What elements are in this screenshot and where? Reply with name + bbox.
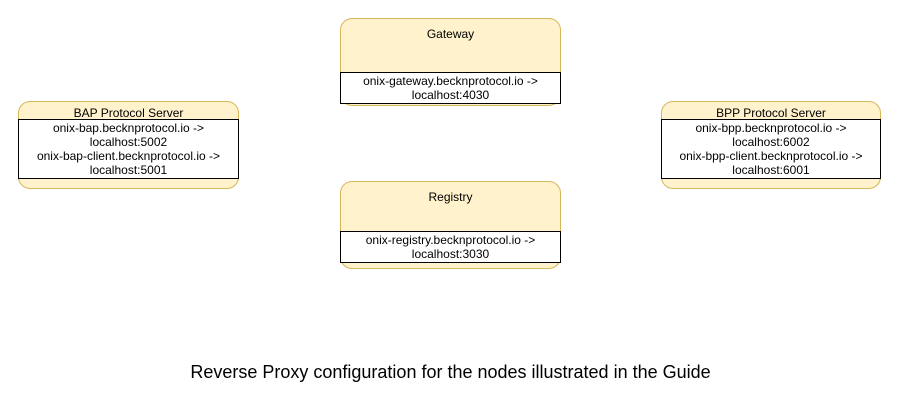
- mapping-line: onix-bap.becknprotocol.io ->: [52, 121, 205, 135]
- mapping-line: localhost:6001: [732, 163, 810, 177]
- diagram-caption: Reverse Proxy configuration for the node…: [190, 362, 711, 382]
- mapping-line: onix-registry.becknprotocol.io ->: [365, 233, 536, 247]
- mapping-line: localhost:5002: [89, 135, 168, 149]
- node-registry-title: Registry: [428, 190, 473, 204]
- node-bpp-protocol-server: BPP Protocol Server onix-bpp.becknprotoc…: [661, 101, 881, 189]
- node-bpp-mapping-box: onix-bpp.becknprotocol.io -> localhost:6…: [661, 119, 881, 179]
- node-gateway-title: Gateway: [426, 27, 475, 41]
- node-gateway: Gateway onix-gateway.becknprotocol.io ->…: [340, 18, 561, 106]
- mapping-line: onix-gateway.becknprotocol.io ->: [363, 74, 538, 88]
- mapping-line: localhost:6002: [732, 135, 810, 149]
- mapping-line: localhost:5001: [89, 163, 168, 177]
- mapping-line: onix-bpp-client.becknprotocol.io ->: [679, 149, 863, 163]
- node-bap-protocol-server: BAP Protocol Server onix-bap.becknprotoc…: [18, 101, 239, 189]
- mapping-line: localhost:4030: [411, 88, 490, 102]
- node-bap-title: BAP Protocol Server: [73, 106, 184, 120]
- node-bap-mapping-box: onix-bap.becknprotocol.io -> localhost:5…: [18, 119, 239, 179]
- node-bpp-title: BPP Protocol Server: [716, 106, 826, 120]
- node-registry-mapping-box: onix-registry.becknprotocol.io -> localh…: [340, 231, 561, 263]
- mapping-line: onix-bpp.becknprotocol.io ->: [695, 121, 847, 135]
- mapping-line: onix-bap-client.becknprotocol.io ->: [36, 149, 221, 163]
- mapping-line: localhost:3030: [411, 247, 490, 261]
- node-registry: Registry onix-registry.becknprotocol.io …: [340, 181, 561, 269]
- node-gateway-mapping-box: onix-gateway.becknprotocol.io -> localho…: [340, 72, 561, 104]
